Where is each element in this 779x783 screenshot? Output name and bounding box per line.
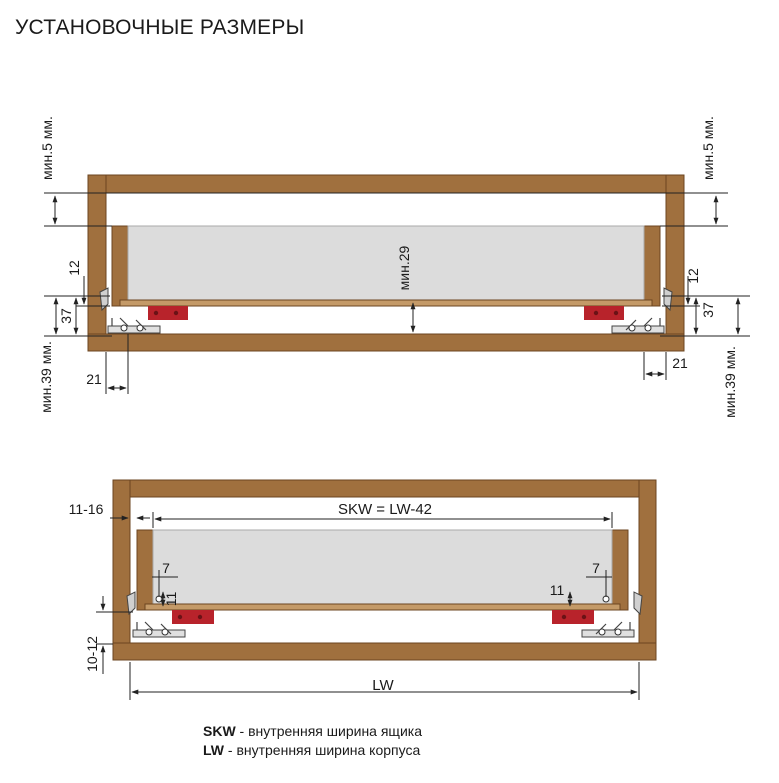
right-min39-label: мин.39 мм. (722, 346, 738, 418)
bottom-cabinet (112, 479, 657, 661)
cabinet-bottom-panel (112, 642, 657, 661)
right-slide-bracket (552, 610, 594, 624)
bottom-drawer (136, 529, 629, 611)
left-7-label: 7 (162, 560, 170, 576)
right-12-label: 12 (685, 268, 701, 284)
left-hook (126, 591, 136, 616)
left-runner (132, 629, 186, 638)
left-11-label: 11 (163, 592, 179, 607)
drawer-right-side (643, 225, 661, 307)
right-gap-label: мин.5 мм. (700, 116, 716, 180)
skw-formula-label: SKW = LW-42 (338, 501, 432, 518)
lw-label: LW (372, 677, 394, 694)
right-hook (633, 591, 643, 616)
left-runner (107, 325, 161, 334)
drawer-left-side (111, 225, 129, 307)
top-dimensions (44, 192, 750, 394)
right-runner (581, 629, 635, 638)
right-37-label: 37 (700, 302, 716, 318)
bottom-slides (126, 591, 643, 638)
drawer-right-side (611, 529, 629, 611)
left-min39-label: мин.39 мм. (38, 341, 54, 413)
center-clearance-label: мин.29 (396, 245, 412, 290)
right-21-label: 21 (672, 355, 688, 371)
left-slide-bracket (172, 610, 214, 624)
legend-lw: LW - внутренняя ширина корпуса (203, 742, 420, 758)
bottom-gap-label: 10-12 (84, 636, 100, 672)
legend-term: SKW (203, 723, 236, 739)
cabinet-bottom-panel (87, 333, 685, 352)
legend-skw: SKW - внутренняя ширина ящика (203, 723, 422, 739)
left-gap-label: мин.5 мм. (39, 116, 55, 180)
bottom-dimensions (96, 512, 640, 700)
drawer-left-side (136, 529, 154, 611)
legend-text: - внутренняя ширина ящика (235, 723, 422, 739)
drawer-bottom (144, 603, 621, 611)
cabinet-right-panel (665, 174, 685, 352)
side-gap-label: 11-16 (69, 501, 104, 517)
right-7-label: 7 (592, 560, 600, 576)
left-37-label: 37 (58, 308, 74, 324)
top-cabinet (87, 174, 685, 352)
left-slide-bracket (148, 306, 188, 320)
legend-text: - внутренняя ширина корпуса (224, 742, 421, 758)
left-12-label: 12 (66, 260, 82, 276)
cabinet-top-panel (87, 174, 685, 194)
cabinet-right-panel (638, 479, 657, 661)
cabinet-left-panel (112, 479, 131, 661)
drawer-back-panel (152, 529, 613, 606)
top-slides (99, 287, 673, 334)
left-hook (99, 287, 109, 312)
legend-term: LW (203, 742, 224, 758)
drawer-back-panel (127, 225, 645, 302)
right-runner (611, 325, 665, 334)
left-21-label: 21 (86, 371, 102, 387)
top-drawer (111, 225, 661, 307)
right-11-label: 11 (550, 582, 565, 598)
right-slide-bracket (584, 306, 624, 320)
page-title: УСТАНОВОЧНЫЕ РАЗМЕРЫ (15, 16, 305, 39)
drawer-bottom (119, 299, 653, 307)
cabinet-top-panel (112, 479, 657, 498)
right-hook (663, 287, 673, 312)
cabinet-left-panel (87, 174, 107, 352)
